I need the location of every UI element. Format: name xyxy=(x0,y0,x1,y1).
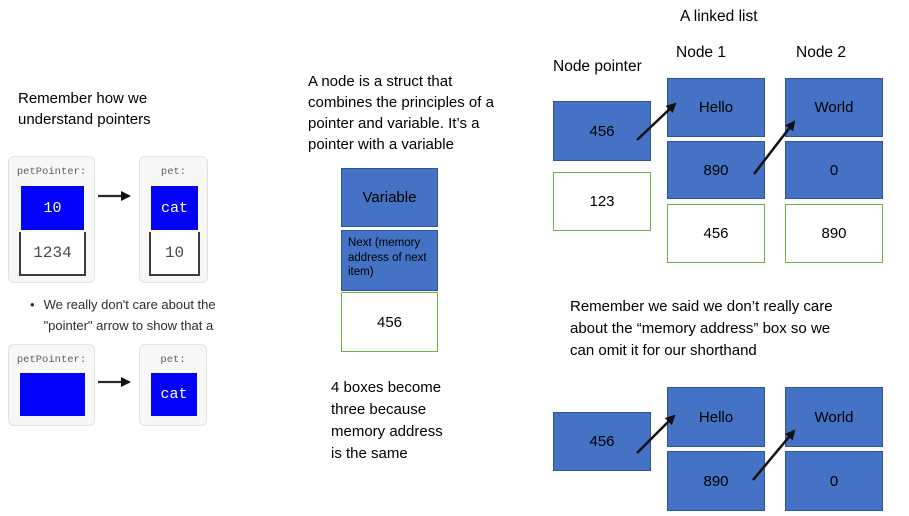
variable-name-label: petPointer: xyxy=(16,166,87,178)
pet-card-bottom: pet: cat xyxy=(139,344,207,426)
memory-address-box: 10 xyxy=(149,232,200,276)
node-pointer-address-box: 123 xyxy=(553,172,651,231)
node2-address-box: 890 xyxy=(785,204,883,263)
pet-card-top: pet: cat 10 xyxy=(139,156,208,283)
node1-address-box: 456 xyxy=(667,204,765,263)
bullet-point: • We really don't care about the "pointe… xyxy=(30,294,230,336)
node-variable-box: Variable xyxy=(341,168,438,227)
node1-next-box-shorthand: 890 xyxy=(667,451,765,511)
variable-name-label: petPointer: xyxy=(16,354,87,366)
pet-pointer-card-top: petPointer: 10 1234 xyxy=(8,156,95,283)
pointer-value-box xyxy=(20,373,85,416)
variable-value-box: cat xyxy=(151,373,197,416)
variable-value-box: cat xyxy=(151,186,198,230)
node-pointer-value-box-shorthand: 456 xyxy=(553,412,651,471)
pointer-value-box: 10 xyxy=(21,186,84,230)
memory-address-box: 1234 xyxy=(19,232,86,276)
pet-pointer-card-bottom: petPointer: xyxy=(8,344,95,426)
variable-name-label: pet: xyxy=(160,354,186,366)
bullet-icon: • xyxy=(30,297,35,312)
variable-name-label: pet: xyxy=(160,166,187,178)
linked-list-title: A linked list xyxy=(680,8,758,25)
bullet-text: We really don't care about the "pointer"… xyxy=(43,297,216,333)
node1-value-box: Hello xyxy=(667,78,765,137)
node2-label: Node 2 xyxy=(796,44,846,61)
node2-value-box: World xyxy=(785,78,883,137)
node-next-box: Next (memory address of next item) xyxy=(341,230,438,291)
node2-next-box-shorthand: 0 xyxy=(785,451,883,511)
node-pointer-label: Node pointer xyxy=(553,58,642,75)
node-pointer-value-box: 456 xyxy=(553,101,651,161)
node1-label: Node 1 xyxy=(676,44,726,61)
node1-value-box-shorthand: Hello xyxy=(667,387,765,447)
node-definition-paragraph: A node is a struct that combines the pri… xyxy=(308,73,494,153)
boxes-caption: 4 boxes become three because memory addr… xyxy=(331,379,443,462)
left-heading: Remember how we understand pointers xyxy=(18,90,151,128)
node2-value-box-shorthand: World xyxy=(785,387,883,447)
shorthand-note: Remember we said we don’t really care ab… xyxy=(570,298,833,359)
node2-next-box: 0 xyxy=(785,141,883,199)
node1-next-box: 890 xyxy=(667,141,765,199)
node-address-box: 456 xyxy=(341,292,438,352)
